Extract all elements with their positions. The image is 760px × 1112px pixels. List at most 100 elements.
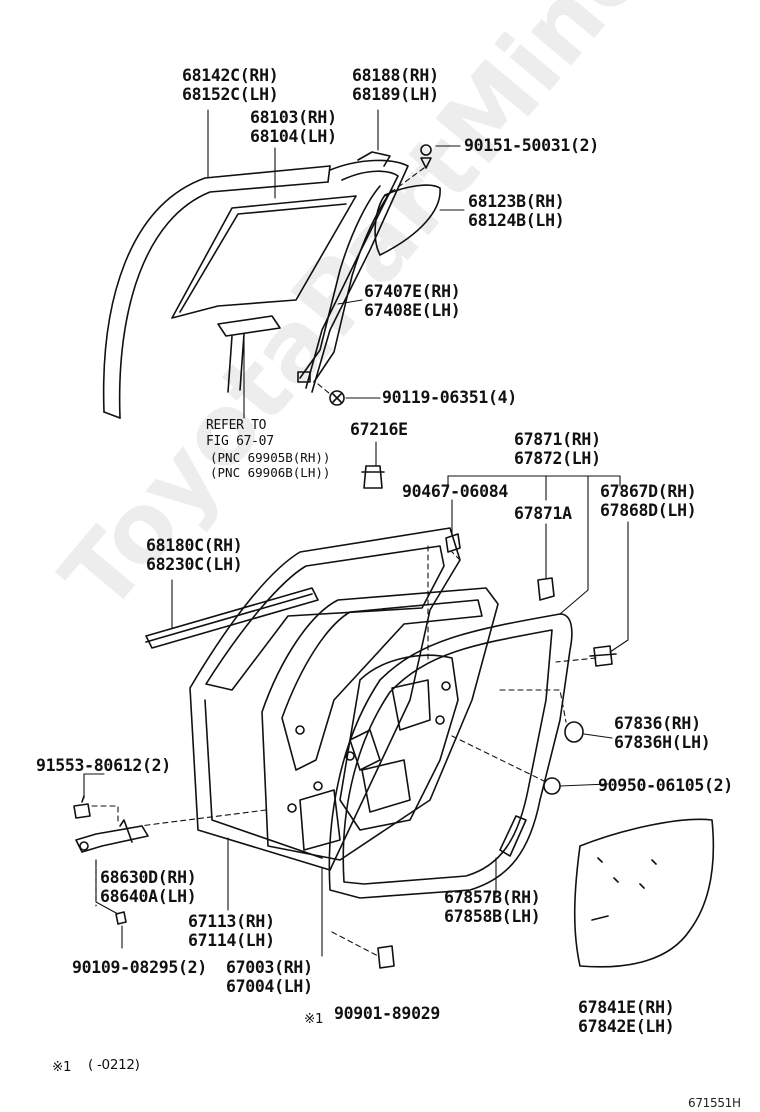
label-line: 68189(LH): [352, 85, 439, 104]
door-service-panel: [339, 654, 459, 831]
label-68188: 68188(RH) 68189(LH): [352, 66, 439, 104]
label-line: 68630D(RH): [100, 868, 197, 887]
label-line: 67871A: [514, 504, 572, 523]
belt-molding: [145, 587, 319, 649]
label-67216e: 67216E: [350, 420, 408, 439]
clip-90901: [377, 945, 395, 969]
label-refer-to: REFER TO FIG 67-07: [206, 418, 274, 450]
label-line: 90109-08295(2): [72, 958, 207, 977]
belt-molding-lip: [145, 593, 313, 643]
label-line: 671551H: [688, 1096, 741, 1110]
label-line: (PNC 69906B(LH)): [210, 465, 331, 480]
door-window-opening: [205, 545, 445, 691]
clip-90467: [445, 533, 461, 553]
label-68123b: 68123B(RH) 68124B(LH): [468, 192, 565, 230]
label-line: 68104(LH): [250, 127, 337, 146]
label-line: 90950-06105(2): [598, 776, 733, 795]
label-90950: 90950-06105(2): [598, 776, 733, 795]
label-68142c: 68142C(RH) 68152C(LH): [182, 66, 279, 104]
label-line: 90151-50031(2): [464, 136, 599, 155]
label-line: 67842E(LH): [578, 1017, 675, 1036]
label-90119: 90119-06351(4): [382, 388, 517, 407]
label-line: ※1: [304, 1011, 324, 1027]
clip-67867d: [589, 645, 617, 667]
label-line: 67841E(RH): [578, 998, 675, 1017]
label-line: 67872(LH): [514, 449, 601, 468]
door-hinge-68630d: [75, 819, 149, 853]
door-weatherstrip: [328, 613, 573, 899]
dashed-leaders: [91, 167, 597, 957]
glass-sash-channel: [217, 315, 281, 337]
label-67407e: 67407E(RH) 67408E(LH): [364, 282, 461, 320]
label-68103: 68103(RH) 68104(LH): [250, 108, 337, 146]
label-line: 68123B(RH): [468, 192, 565, 211]
leader-lines: [83, 109, 629, 957]
door-glass-run-inner: [118, 181, 329, 419]
label-91553: 91553-80612(2): [36, 756, 171, 775]
label-line: 67868D(LH): [600, 501, 697, 520]
division-bar: [311, 159, 409, 393]
label-line: 67836H(LH): [614, 733, 711, 752]
footnote-mark: ※1: [52, 1058, 72, 1077]
label-90901: 90901-89029: [334, 1004, 440, 1023]
screw-90151: [420, 144, 432, 169]
label-line: 67871(RH): [514, 430, 601, 449]
division-bar-inner: [305, 170, 399, 389]
label-line: 67407E(RH): [364, 282, 461, 301]
label-line: 90119-06351(4): [382, 388, 517, 407]
label-68630d: 68630D(RH) 68640A(LH): [100, 868, 197, 906]
label-67841e: 67841E(RH) 67842E(LH): [578, 998, 675, 1036]
label-67003: 67003(RH) 67004(LH): [226, 958, 313, 996]
label-line: 67867D(RH): [600, 482, 697, 501]
label-line: 68180C(RH): [146, 536, 243, 555]
label-line: 68142C(RH): [182, 66, 279, 85]
label-90151: 90151-50031(2): [464, 136, 599, 155]
label-line: ※1: [52, 1059, 72, 1075]
quarter-window-glass: [374, 184, 441, 256]
label-line: 67113(RH): [188, 912, 275, 931]
label-line: (PNC 69905B(RH)): [210, 450, 331, 465]
label-line: 67216E: [350, 420, 408, 439]
bolt-91553: [73, 795, 91, 819]
label-line: 68188(RH): [352, 66, 439, 85]
label-line: 68103(RH): [250, 108, 337, 127]
label-line: 68152C(LH): [182, 85, 279, 104]
label-line: 68124B(LH): [468, 211, 565, 230]
label-67871a: 67871A: [514, 504, 572, 523]
door-weatherstrip-inner: [342, 629, 553, 885]
figure-number: 671551H: [688, 1094, 741, 1112]
label-90109: 90109-08295(2): [72, 958, 207, 977]
door-glass: [171, 195, 357, 319]
service-hole-cover: [573, 818, 715, 968]
footnote-text: ( -0212): [88, 1056, 140, 1075]
label-line: FIG 67-07: [206, 434, 274, 449]
run-end-top: [327, 165, 331, 183]
clip-67216e: [361, 465, 385, 489]
clip-67871a: [537, 577, 555, 601]
label-line: 67408E(LH): [364, 301, 461, 320]
door-glass-run-outer: [102, 165, 331, 413]
label-line: 90467-06084: [402, 482, 508, 501]
bolt-90119: [329, 390, 345, 406]
run-end-left: [103, 411, 121, 419]
quarter-weatherstrip: [299, 185, 381, 379]
quarter-weatherstrip-inner: [313, 189, 393, 383]
door-inner-panel: [261, 587, 499, 861]
label-refer-pnc: (PNC 69905B(RH)) (PNC 69906B(LH)): [210, 450, 330, 480]
label-line: 67003(RH): [226, 958, 313, 977]
label-line: 67836(RH): [614, 714, 701, 733]
label-68180c: 68180C(RH) 68230C(LH): [146, 536, 243, 574]
hole-plug-90950: [543, 777, 561, 795]
label-line: 67114(LH): [188, 931, 275, 950]
quarter-bracket: [297, 371, 311, 383]
label-67857b: 67857B(RH) 67858B(LH): [444, 888, 541, 926]
label-90901-mark: ※1: [304, 1010, 324, 1029]
division-cap: [357, 151, 391, 167]
glass-sash-leg: [227, 333, 245, 393]
door-inner-opening: [281, 599, 483, 771]
label-67867d: 67867D(RH) 67868D(LH): [600, 482, 697, 520]
label-line: REFER TO: [206, 418, 267, 433]
label-line: 67858B(LH): [444, 907, 541, 926]
door-glass-inner-line: [179, 203, 347, 313]
